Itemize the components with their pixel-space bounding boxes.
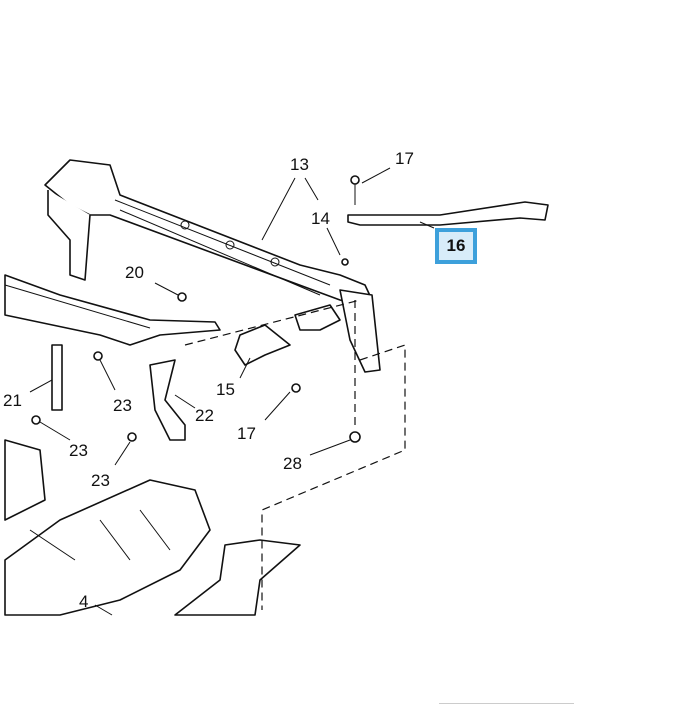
- divider: [439, 703, 574, 704]
- callout-14: 14: [311, 209, 330, 228]
- callout-17-lower: 17: [237, 424, 256, 443]
- part-21-bracket[interactable]: [51, 344, 63, 411]
- callout-20: 20: [125, 263, 144, 282]
- part-22-bracket[interactable]: [149, 359, 186, 441]
- callout-22: 22: [195, 406, 214, 425]
- callout-15: 15: [216, 380, 235, 399]
- leader-lines: [29, 167, 435, 616]
- callout-17: 17: [395, 149, 414, 168]
- callout-23-lower: 23: [91, 471, 110, 490]
- callout-21: 21: [3, 391, 22, 410]
- part-13-upper-tie-bar[interactable]: [44, 159, 381, 373]
- part-4-frame[interactable]: [4, 439, 301, 616]
- fasteners: [31, 175, 361, 443]
- callout-23: 23: [113, 396, 132, 415]
- guide-lines: [184, 299, 406, 610]
- part-bumper-bar[interactable]: [4, 274, 221, 346]
- callout-4: 4: [79, 592, 88, 611]
- part-16-brace[interactable]: [347, 201, 549, 226]
- part-15-bracket[interactable]: [234, 304, 341, 366]
- callout-28: 28: [283, 454, 302, 473]
- callout-16-highlighted[interactable]: 16: [435, 228, 477, 264]
- callout-23-left: 23: [69, 441, 88, 460]
- callout-13: 13: [290, 155, 309, 174]
